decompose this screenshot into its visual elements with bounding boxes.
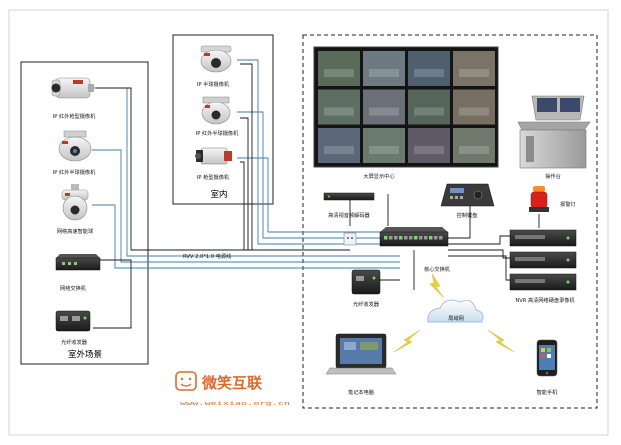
outdoor-device-label: 网络交换机 bbox=[60, 284, 87, 292]
video-wall-tile-detail bbox=[459, 107, 489, 116]
control-keyboard-icon bbox=[440, 183, 495, 207]
power-outlet-icon bbox=[343, 232, 357, 246]
alarm-label: 报警灯 bbox=[560, 200, 576, 208]
switch-port bbox=[389, 236, 393, 240]
cable-label: RVV 2.0*1.0 电源线 bbox=[183, 252, 231, 260]
switch-port bbox=[424, 236, 428, 240]
decoder-label: 高清视音频解码器 bbox=[328, 211, 370, 219]
brand-url: www.weixiao.org.cn bbox=[180, 401, 290, 407]
indoor-section-box bbox=[172, 34, 274, 205]
laptop-icon bbox=[325, 333, 397, 375]
video-wall-tile-detail bbox=[414, 69, 444, 77]
video-wall-tile-detail bbox=[414, 107, 444, 116]
outdoor-device-label: 光纤收发器 bbox=[61, 338, 88, 346]
control-center-box bbox=[302, 34, 598, 409]
lightning-icon bbox=[393, 329, 421, 353]
laptop-label: 笔记本电脑 bbox=[348, 388, 374, 396]
video-wall-tile bbox=[318, 128, 360, 163]
box-camera-icon bbox=[195, 147, 232, 165]
video-wall-tile-detail bbox=[324, 69, 354, 77]
fiber-transceiver-icon bbox=[351, 269, 381, 295]
dome-camera-icon bbox=[58, 130, 92, 162]
dome-camera-icon bbox=[200, 45, 232, 73]
video-wall-tile bbox=[408, 128, 450, 163]
switch-port bbox=[429, 236, 433, 240]
video-wall-tile-detail bbox=[369, 69, 399, 77]
video-wall-tile bbox=[318, 89, 360, 125]
outdoor-device-label: IP 红外半球摄像机 bbox=[53, 168, 96, 176]
switch-port bbox=[394, 236, 398, 240]
video-wall-tile bbox=[363, 128, 405, 163]
video-wall-tile bbox=[363, 89, 405, 125]
speed-dome-icon bbox=[61, 184, 89, 221]
video-wall-tile-detail bbox=[414, 146, 444, 154]
alarm-lamp-icon bbox=[529, 186, 549, 212]
brand-logo: 微笑互联 www.weixiao.org.cn bbox=[175, 371, 290, 407]
outdoor-section-title: 室外场景 bbox=[68, 349, 102, 360]
video-wall-tile-detail bbox=[324, 107, 354, 116]
video-decoder-icon bbox=[323, 192, 375, 201]
switch-port bbox=[409, 236, 413, 240]
cloud-icon bbox=[427, 299, 484, 323]
switch-port bbox=[439, 236, 443, 240]
outer-frame bbox=[8, 9, 609, 436]
lightning-icon bbox=[429, 273, 445, 299]
switch-port bbox=[399, 236, 403, 240]
bullet-camera-icon bbox=[51, 77, 94, 99]
nvr-icon bbox=[509, 251, 577, 269]
video-wall-icon bbox=[313, 46, 499, 168]
switch-port bbox=[384, 236, 388, 240]
indoor-section-title: 室内 bbox=[210, 189, 227, 200]
console-label: 操作台 bbox=[545, 172, 561, 180]
video-wall-tile bbox=[318, 51, 360, 86]
video-wall-label: 大屏显示中心 bbox=[363, 172, 394, 180]
video-wall-tile bbox=[453, 89, 495, 125]
dome-camera-icon bbox=[201, 96, 231, 125]
smartphone-icon bbox=[536, 339, 558, 377]
video-wall-tile-detail bbox=[369, 107, 399, 116]
nvr-icon bbox=[509, 273, 577, 291]
outdoor-device-label: 网络高速智能球 bbox=[57, 227, 94, 235]
video-wall-tile bbox=[453, 51, 495, 86]
video-wall-tile bbox=[453, 128, 495, 163]
core-switch-label: 核心交换机 bbox=[424, 265, 451, 273]
video-wall-tile-detail bbox=[369, 146, 399, 154]
cabling bbox=[92, 59, 540, 329]
switch-port bbox=[419, 236, 423, 240]
video-wall-tile bbox=[408, 89, 450, 125]
video-wall-tile-detail bbox=[324, 146, 354, 154]
video-wall-tile bbox=[363, 51, 405, 86]
indoor-device-label: IP 半球摄像机 bbox=[197, 80, 230, 88]
nvr-label: NVR 高清网络硬盘录像机 bbox=[515, 296, 575, 304]
operation-console-icon bbox=[517, 95, 591, 169]
phone-label: 智能手机 bbox=[537, 388, 559, 396]
switch-port bbox=[414, 236, 418, 240]
switch-port bbox=[434, 236, 438, 240]
indoor-device-label: IP 红外半球摄像机 bbox=[196, 129, 239, 137]
cloud-label: 局域网 bbox=[448, 314, 464, 322]
switch-port bbox=[404, 236, 408, 240]
indoor-device-label: IP 枪型摄像机 bbox=[197, 173, 230, 181]
nvr-icon bbox=[509, 229, 577, 247]
outdoor-section-box bbox=[20, 61, 149, 365]
video-wall-tile-detail bbox=[459, 69, 489, 77]
outdoor-device-label: IP 红外枪型摄像机 bbox=[53, 112, 96, 120]
video-wall-tile bbox=[408, 51, 450, 86]
brand-name: 微笑互联 bbox=[201, 374, 263, 392]
smiley-icon bbox=[175, 371, 197, 391]
network-switch-icon bbox=[55, 254, 101, 271]
fiber-transceiver-icon bbox=[55, 310, 91, 332]
core-switch-icon bbox=[379, 227, 449, 247]
video-wall-tile-detail bbox=[459, 146, 489, 154]
center-fiber-label: 光纤收发器 bbox=[353, 300, 380, 308]
lightning-icon bbox=[487, 329, 515, 353]
keyboard-label: 控制键盘 bbox=[457, 211, 478, 219]
